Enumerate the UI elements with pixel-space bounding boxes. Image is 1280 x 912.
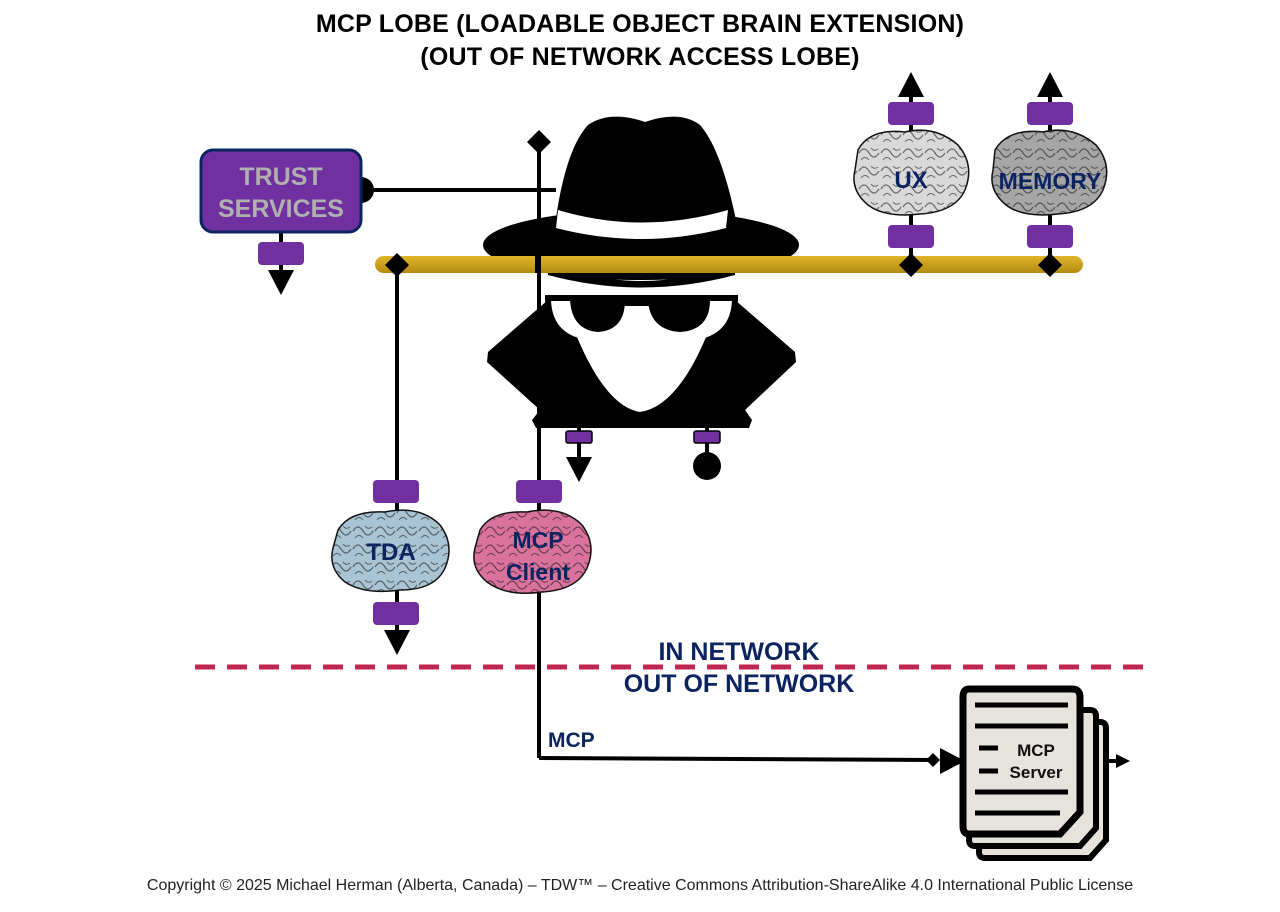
port-tab <box>373 480 419 503</box>
mcp-link-label: MCP <box>548 729 595 752</box>
copyright-footer: Copyright © 2025 Michael Herman (Alberta… <box>146 877 1134 894</box>
title-line-1: MCP LOBE (LOADABLE OBJECT BRAIN EXTENSIO… <box>315 10 965 38</box>
port-tab <box>565 430 593 444</box>
arrow-up-icon <box>1037 72 1063 97</box>
brain-memory-label: MEMORY <box>999 168 1102 194</box>
arrow-right-icon <box>1116 754 1130 768</box>
mcp-server-label-1: MCP <box>1017 741 1055 760</box>
socket-circle-icon <box>693 452 721 480</box>
diamond-connector-ux <box>899 253 923 277</box>
brain-mcp-client-label-2: Client <box>506 559 570 585</box>
gold-bus <box>375 256 1083 273</box>
diamond-connector-top <box>527 130 551 154</box>
arrow-up-icon <box>898 72 924 97</box>
port-tab <box>888 225 934 248</box>
brain-tda[interactable]: TDA <box>331 509 450 593</box>
diamond-connector-server <box>926 753 940 767</box>
diamond-connectors <box>385 130 1062 767</box>
brain-mcp-client[interactable]: MCP Client <box>473 509 592 594</box>
arrowheads <box>268 72 1130 774</box>
out-of-network-label: OUT OF NETWORK <box>624 670 855 698</box>
brain-ux[interactable]: UX <box>853 129 970 216</box>
trust-services-label-1: TRUST <box>239 163 322 191</box>
mcp-server-label-2: Server <box>1010 763 1063 782</box>
in-network-label: IN NETWORK <box>658 638 819 666</box>
port-tab <box>516 480 562 503</box>
port-tab <box>1027 225 1073 248</box>
arrow-right-icon <box>940 748 965 774</box>
arrow-down-icon <box>268 270 294 295</box>
arrow-down-icon <box>566 457 592 482</box>
trust-services-label-2: SERVICES <box>218 195 344 223</box>
diamond-connector-memory <box>1038 253 1062 277</box>
mcp-server[interactable]: MCP Server <box>959 685 1109 861</box>
brain-mcp-client-label-1: MCP <box>512 527 563 553</box>
brain-ux-label: UX <box>894 167 927 194</box>
arrow-down-icon <box>384 630 410 655</box>
brain-memory[interactable]: MEMORY <box>991 129 1108 216</box>
port-tab <box>258 242 304 265</box>
trust-services-box[interactable]: TRUST SERVICES <box>199 148 363 234</box>
diamond-connector-tda <box>385 253 409 277</box>
port-tabs <box>258 102 1073 625</box>
brain-tda-label: TDA <box>366 539 415 566</box>
port-tab <box>888 102 934 125</box>
port-tab <box>1027 102 1073 125</box>
port-tab <box>373 602 419 625</box>
title-line-2: (OUT OF NETWORK ACCESS LOBE) <box>420 43 860 71</box>
document-stack-icon <box>959 685 1109 861</box>
port-tab <box>693 430 721 444</box>
